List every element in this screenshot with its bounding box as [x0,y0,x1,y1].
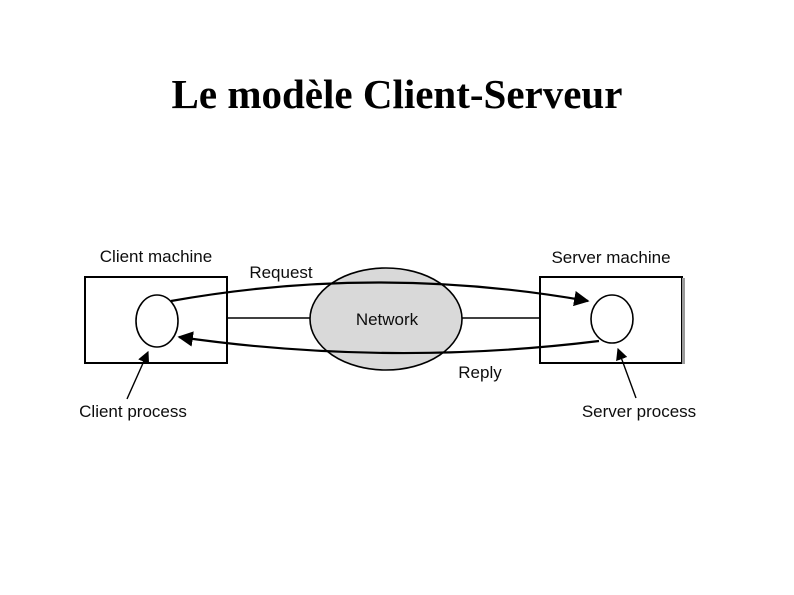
client-process-pointer-arrow [126,350,150,400]
reply-arrow [177,331,600,355]
server-process-pointer-arrow [616,347,637,399]
reply-label: Reply [458,363,502,382]
server-process-ellipse [590,294,634,344]
server-process-label: Server process [582,402,696,421]
client-process-ellipse [135,294,179,348]
request-label: Request [249,263,313,282]
client-machine-label: Client machine [100,247,212,266]
server-machine-label: Server machine [551,248,670,267]
client-process-label: Client process [79,402,187,421]
slide-title: Le modèle Client-Serveur [171,71,623,117]
network-label: Network [356,310,419,329]
request-arrow [170,281,590,307]
network-ellipse [309,267,463,371]
